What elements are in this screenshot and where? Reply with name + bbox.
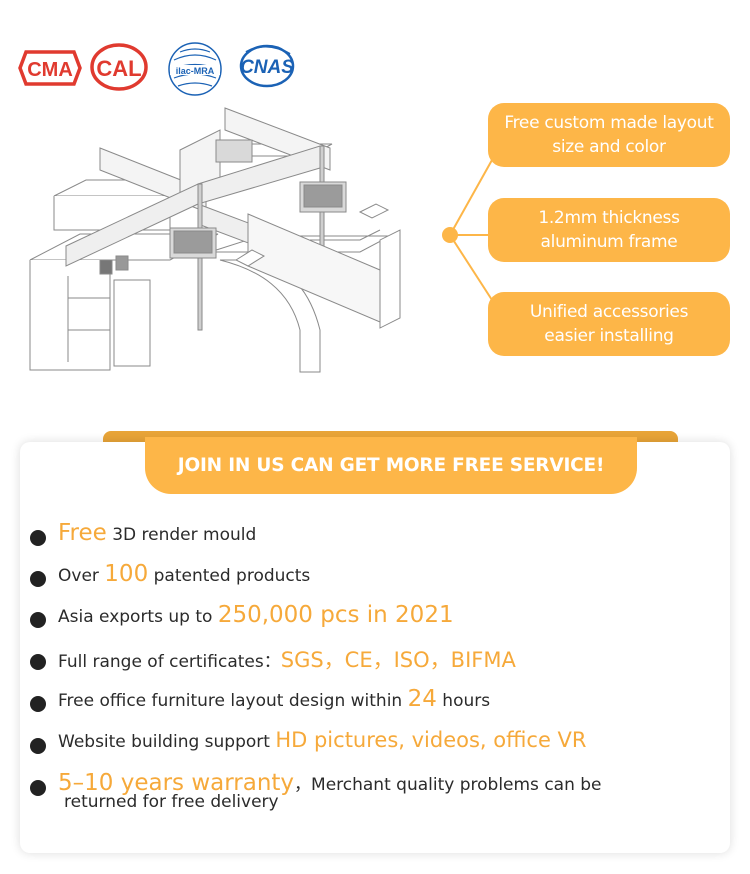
ilac-mra-logo: ilac-MRA bbox=[168, 42, 222, 96]
callout-line: 1.2mm thickness bbox=[538, 208, 680, 228]
service-banner: JOIN IN US CAN GET MORE FREE SERVICE! bbox=[145, 437, 637, 494]
bullet-icon bbox=[30, 612, 46, 628]
cal-logo-text: CAL bbox=[96, 56, 141, 81]
bullet-icon bbox=[30, 571, 46, 587]
item-text-line2: returned for free delivery bbox=[64, 792, 279, 812]
highlight-text: 250,000 pcs in 2021 bbox=[217, 602, 454, 628]
item-text: 3D render mould bbox=[112, 525, 257, 545]
callout-line: Unified accessories bbox=[529, 302, 689, 322]
ilac-logo-text: ilac-MRA bbox=[176, 66, 215, 76]
highlight-text: 100 bbox=[104, 561, 149, 587]
cnas-logo: CNAS bbox=[239, 44, 295, 88]
highlight-text: 5–10 years warranty bbox=[58, 770, 295, 796]
bullet-icon bbox=[30, 738, 46, 754]
callout-aluminum-frame: 1.2mm thickness aluminum frame bbox=[488, 198, 730, 262]
highlight-text: HD pictures, videos, office VR bbox=[275, 728, 587, 752]
cma-logo-text: CMA bbox=[27, 59, 73, 81]
highlight-text: 24 bbox=[407, 686, 437, 712]
callout-line: aluminum frame bbox=[540, 232, 678, 252]
bullet-icon bbox=[30, 780, 46, 796]
bullet-icon bbox=[30, 530, 46, 546]
service-card bbox=[20, 442, 730, 853]
bullet-icon bbox=[30, 696, 46, 712]
callout-line: size and color bbox=[552, 137, 666, 157]
item-text: Asia exports up to bbox=[58, 607, 213, 627]
bullet-icon bbox=[30, 654, 46, 670]
item-text: Full range of certificates： bbox=[58, 652, 281, 672]
workstation-illustration bbox=[29, 107, 401, 373]
item-text: patented products bbox=[153, 566, 311, 586]
callout-line: Free custom made layout bbox=[504, 113, 714, 133]
certification-logos: CMA CAL ilac-MRA CNAS bbox=[16, 40, 316, 96]
callout-connectors bbox=[442, 159, 493, 301]
item-text: hours bbox=[442, 691, 491, 711]
highlight-text: SGS，CE，ISO，BIFMA bbox=[280, 648, 516, 672]
callout-custom-layout: Free custom made layout size and color bbox=[488, 103, 730, 167]
callout-line: easier installing bbox=[544, 326, 674, 346]
callout-anchor-dot bbox=[442, 227, 458, 243]
item-text: ，Merchant quality problems can be bbox=[294, 775, 602, 795]
highlight-text: Free bbox=[58, 520, 107, 546]
item-text: Free office furniture layout design with… bbox=[58, 691, 403, 711]
item-text: Over bbox=[58, 566, 99, 586]
cnas-logo-text: CNAS bbox=[240, 57, 294, 78]
cal-logo: CAL bbox=[90, 43, 148, 91]
cma-logo: CMA bbox=[18, 50, 82, 86]
item-text: Website building support bbox=[58, 732, 270, 752]
callout-accessories: Unified accessories easier installing bbox=[488, 292, 730, 356]
